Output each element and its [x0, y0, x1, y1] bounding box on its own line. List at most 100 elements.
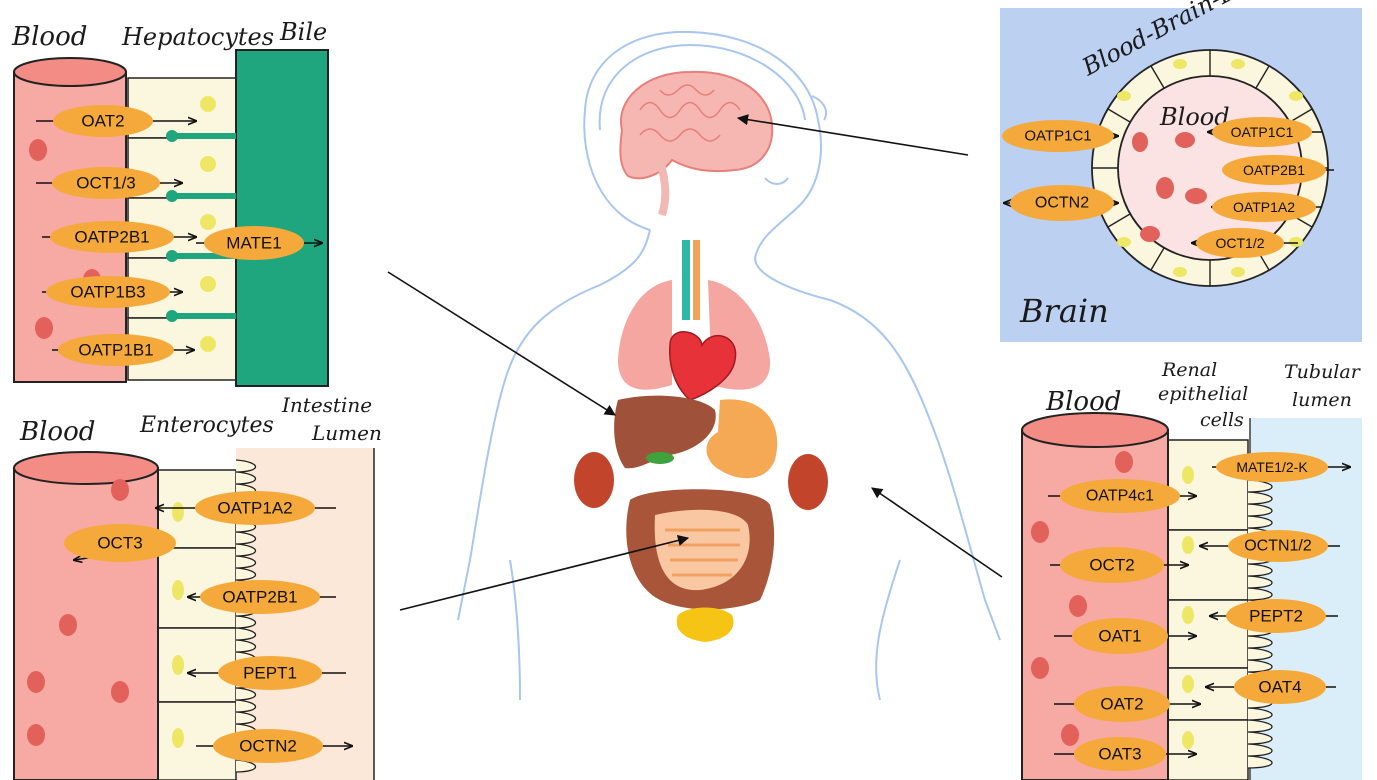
canaliculus-end [166, 130, 178, 142]
enterocyte-cell [150, 628, 236, 702]
nucleus [1182, 466, 1194, 484]
transporter-label: OAT4 [1258, 678, 1301, 697]
transporter-label: OAT2 [81, 112, 124, 131]
canaliculus-end [166, 190, 178, 202]
liver-blood-label: Blood [11, 22, 87, 52]
arrow-kidney [872, 488, 1002, 577]
kidney-cells-label-3: cells [1200, 409, 1244, 431]
transporter-label: OAT3 [1098, 745, 1141, 764]
kidney-cells-label-2: epithelial [1158, 383, 1248, 405]
nucleus [200, 156, 216, 172]
intestine-vessel-top [14, 452, 158, 484]
transporter-label: OATP1A2 [217, 499, 292, 518]
red-blood-cell [1185, 188, 1207, 204]
heart-organ [670, 332, 736, 400]
bladder-organ [677, 608, 734, 643]
intestine-panel: Blood Enterocytes Intestine Lumen OATP1A… [14, 393, 382, 780]
red-blood-cell [111, 479, 129, 501]
nucleus [200, 96, 216, 112]
kidney-vessel-top [1022, 413, 1168, 447]
transporter-label: PEPT2 [1249, 607, 1303, 626]
brain-panel: Blood-Brain-Barrier Blood Brain OATP1C1 … [1000, 0, 1362, 342]
transporter-label: OCT3 [97, 534, 142, 553]
red-blood-cell [1069, 595, 1087, 617]
esophagus [693, 240, 700, 320]
brain-region-label: Brain [1019, 292, 1109, 330]
intestine-cells-label: Enterocytes [139, 413, 274, 438]
nucleus [172, 502, 184, 522]
transporter-label: OCT2 [1089, 556, 1134, 575]
left-lung [618, 280, 672, 390]
red-blood-cell [1175, 132, 1195, 148]
nucleus [172, 580, 184, 600]
transporter-label: MATE1 [226, 234, 281, 253]
epithelial-cell [1168, 668, 1248, 720]
transporter-label: OCTN2 [1035, 195, 1089, 212]
nucleus [172, 728, 184, 748]
epithelial-cell [1168, 440, 1248, 530]
epithelial-cell [1168, 720, 1248, 780]
red-blood-cell [27, 671, 45, 693]
transporter-label: OATP1C1 [1231, 124, 1294, 140]
kidney-lumen-label-1: Tubular [1284, 361, 1362, 383]
transporter-label: PEPT1 [243, 664, 297, 683]
left-kidney [574, 452, 614, 508]
liver-panel: Blood Hepatocytes Bile OAT2 OCT1/3 [11, 18, 328, 386]
liver-cells-label: Hepatocytes [121, 23, 274, 51]
gallbladder [646, 452, 674, 464]
body-figure [458, 32, 1000, 700]
kidney-panel: Blood Renal epithelial cells Tubular lum… [1022, 359, 1362, 780]
stomach-organ [706, 399, 777, 478]
red-blood-cell [1140, 226, 1160, 242]
transporter-label: OCTN2 [239, 737, 297, 756]
red-blood-cell [29, 139, 47, 161]
transporter-label: OAT2 [1100, 695, 1143, 714]
transporter-label: OATP2B1 [222, 588, 297, 607]
canaliculus-end [166, 310, 178, 322]
transporter-label: OCTN1/2 [1244, 538, 1312, 555]
red-blood-cell [1031, 657, 1049, 679]
brain-organ [620, 72, 772, 178]
red-blood-cell [35, 317, 53, 339]
liver-vessel-top [14, 58, 126, 86]
red-blood-cell [111, 681, 129, 703]
right-kidney [788, 454, 828, 510]
intestine-lumen-label-1: Intestine [281, 393, 372, 417]
red-blood-cell [1156, 177, 1174, 199]
liver-lumen-label: Bile [279, 18, 327, 46]
brainstem [660, 160, 665, 215]
transporter-label: OAT1 [1098, 627, 1141, 646]
transporter-label: OATP2B1 [1243, 162, 1305, 178]
transporter-label: OATP1A2 [1233, 199, 1295, 215]
bile-duct [236, 50, 328, 386]
transporter-label: OCT1/2 [1215, 235, 1264, 251]
nucleus [1182, 731, 1194, 749]
nucleus [1182, 675, 1194, 693]
red-blood-cell [27, 724, 45, 746]
transporter-label: OATP1C1 [1024, 128, 1091, 145]
trachea [682, 240, 690, 320]
kidney-cells-label-1: Renal [1161, 359, 1217, 381]
transporter-label: OATP1B1 [78, 341, 153, 360]
nucleus [1182, 536, 1194, 554]
kidney-lumen-label-2: lumen [1292, 389, 1352, 411]
red-blood-cell [1115, 451, 1133, 473]
red-blood-cell [59, 614, 77, 636]
transporter-label: OATP4c1 [1086, 488, 1154, 505]
red-blood-cell [1132, 132, 1148, 152]
canaliculus-end [166, 250, 178, 262]
red-blood-cell [1061, 724, 1079, 746]
transporter-label: OCT1/3 [76, 174, 136, 193]
nucleus [200, 336, 216, 352]
nucleus [172, 655, 184, 675]
intestine-blood-label: Blood [19, 417, 95, 447]
red-blood-cell [1031, 521, 1049, 543]
nucleus [200, 276, 216, 292]
transporter-label: OATP1B3 [70, 283, 145, 302]
nucleus [200, 214, 216, 230]
intestine-lumen-label-2: Lumen [311, 421, 382, 445]
transporter-label: MATE1/2-K [1236, 459, 1308, 475]
eye [765, 178, 788, 184]
transporter-label: OATP2B1 [74, 228, 149, 247]
